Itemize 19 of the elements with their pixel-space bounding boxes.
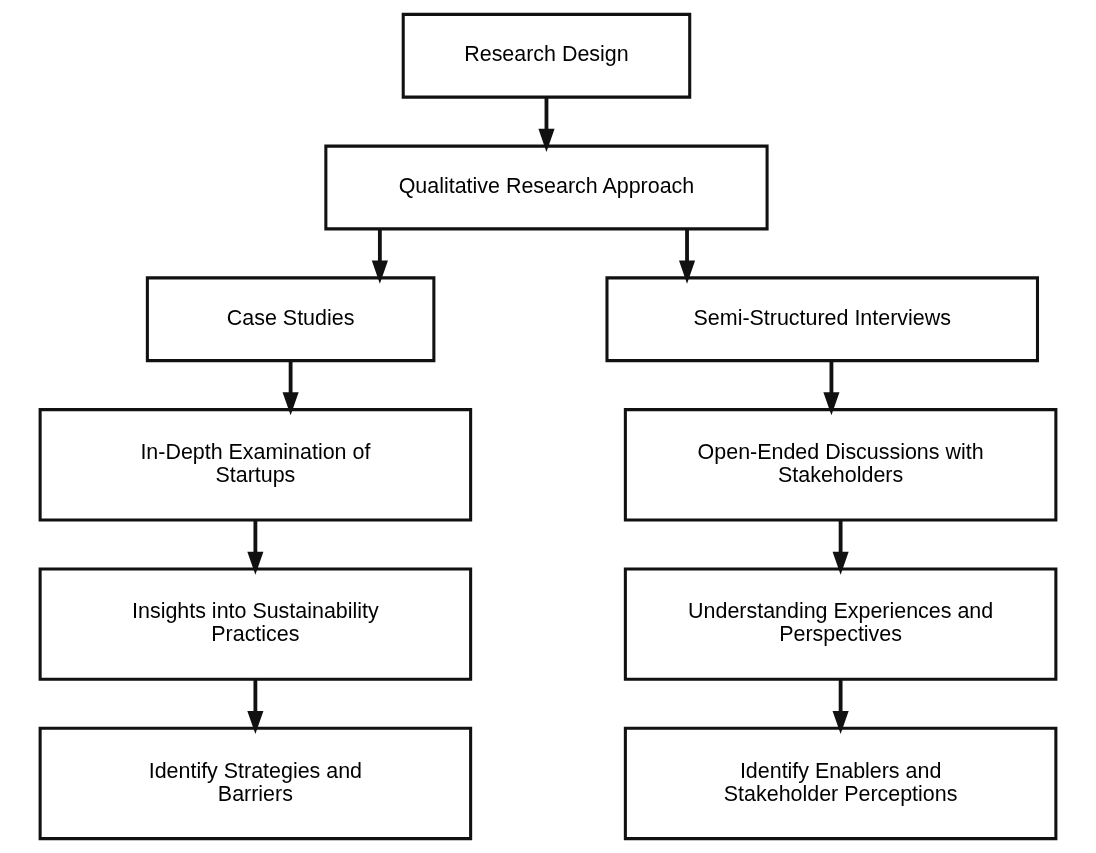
- node-box: Research Design: [401, 12, 692, 99]
- arrow: [247, 520, 264, 575]
- node-box: Insights into Sustainability Practices: [38, 567, 473, 681]
- node-box: In-Depth Examination of Startups: [38, 408, 473, 522]
- node-box: Case Studies: [145, 276, 436, 363]
- arrow: [823, 360, 840, 416]
- node-box: Identify Strategies and Barriers: [38, 726, 473, 841]
- arrow: [247, 679, 264, 735]
- node-box: Identify Enablers and Stakeholder Perceptions: [623, 726, 1058, 841]
- arrow: [371, 229, 388, 284]
- arrow: [678, 229, 696, 284]
- arrow: [832, 679, 849, 735]
- arrow: [282, 360, 299, 416]
- node-box: Semi-Structured Interviews: [605, 276, 1039, 363]
- node-box: Open-Ended Discussions with Stakeholders: [623, 408, 1058, 522]
- arrow: [832, 520, 849, 575]
- node-box: Understanding Experiences and Perspectives: [623, 567, 1058, 681]
- node-box: Qualitative Research Approach: [324, 144, 769, 231]
- arrow: [538, 97, 555, 152]
